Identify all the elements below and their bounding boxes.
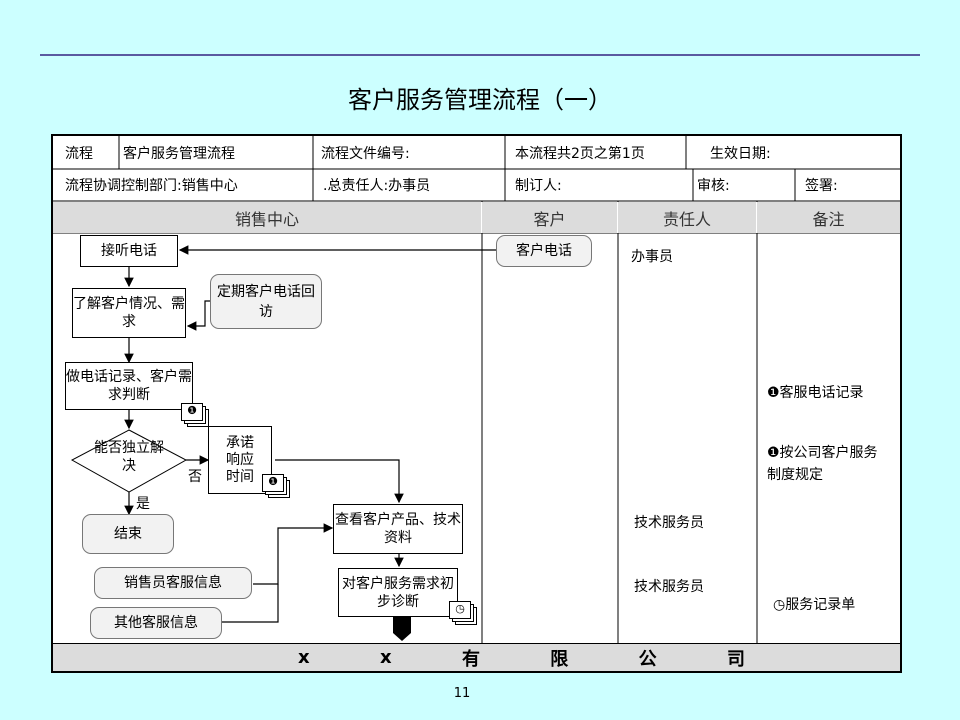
header-page-count: 本流程共2页之第1页 xyxy=(515,145,645,162)
page-title: 客户服务管理流程（一） xyxy=(348,86,612,114)
header-drafter: 制订人: xyxy=(515,178,562,194)
process-frame: 流程 客户服务管理流程 流程文件编号: 本流程共2页之第1页 生效日期: 流程协… xyxy=(51,134,902,673)
lane-header-remarks: 备注 xyxy=(757,202,900,233)
header-owner: .总责任人:办事员 xyxy=(323,178,431,194)
remark-service-record: ◷服务记录单 xyxy=(773,594,855,616)
node-sales-service-info: 销售员客服信息 xyxy=(94,567,252,599)
header-grid xyxy=(53,136,900,234)
node-check-product-info: 查看客户产品、技术资料 xyxy=(333,504,463,554)
footer-char-4: 限 xyxy=(550,648,569,670)
remark-company-policy: ❶按公司客户服务 制度规定 xyxy=(767,442,878,486)
remark-company-policy-line2: 制度规定 xyxy=(767,467,823,483)
lane-header-responsible: 责任人 xyxy=(618,202,757,233)
responsible-clerk: 办事员 xyxy=(631,249,673,265)
clock-icon: ◷ xyxy=(773,597,786,613)
offpage-connector xyxy=(393,617,411,641)
node-promise-time: 承诺响应时间 xyxy=(208,426,272,494)
edge-label-no: 否 xyxy=(188,469,202,485)
header-process-name: 客户服务管理流程 xyxy=(123,145,235,162)
footer-char-5: 公 xyxy=(638,648,657,670)
node-decision: 能否独立解决 xyxy=(94,440,164,474)
footer-char-2: x xyxy=(379,647,392,668)
header-file-number: 流程文件编号: xyxy=(321,145,410,162)
document-marker-service-icon: ◷ xyxy=(449,601,477,625)
header-signature: 签署: xyxy=(805,178,838,194)
node-answer-call: 接听电话 xyxy=(80,235,178,267)
lane-header-customer: 客户 xyxy=(482,202,618,233)
node-other-service-info: 其他客服信息 xyxy=(90,607,222,639)
lane-dividers xyxy=(481,201,758,643)
node-record-call: 做电话记录、客户需求判断 xyxy=(65,362,193,410)
footer-char-3: 有 xyxy=(461,648,480,670)
header-effective-date: 生效日期: xyxy=(710,145,771,162)
remark-company-policy-line1: ❶按公司客户服务 xyxy=(767,445,878,461)
node-understand-needs: 了解客户情况、需求 xyxy=(72,288,186,338)
footer-char-1: x xyxy=(298,647,310,668)
footer-char-6: 司 xyxy=(726,648,745,670)
node-initial-diagnosis: 对客户服务需求初步诊断 xyxy=(338,568,458,617)
header-reviewer: 审核: xyxy=(697,178,730,194)
document-marker-promise-icon: ❶ xyxy=(262,474,290,498)
top-rule xyxy=(40,54,920,56)
node-customer-call: 客户电话 xyxy=(496,235,592,267)
footer-company-bar: x x 有 限 公 司 xyxy=(53,643,900,671)
document-marker-record-icon: ❶ xyxy=(181,403,209,427)
page-number: 11 xyxy=(453,686,471,701)
node-end: 结束 xyxy=(82,514,174,554)
remark-call-record: ❶客服电话记录 xyxy=(767,385,864,401)
edge-label-yes: 是 xyxy=(136,496,150,512)
flow-lines xyxy=(124,245,496,623)
node-periodic-callback: 定期客户电话回访 xyxy=(210,274,322,329)
lane-header-sales: 销售中心 xyxy=(53,202,482,233)
responsible-tech-1: 技术服务员 xyxy=(634,515,704,531)
responsible-tech-2: 技术服务员 xyxy=(634,579,704,595)
flow-connectors xyxy=(53,136,900,643)
decision-diamond-shape xyxy=(70,429,188,493)
remark-service-record-label: 服务记录单 xyxy=(785,597,856,613)
header-process-label: 流程 xyxy=(65,145,93,162)
header-control-dept: 流程协调控制部门:销售中心 xyxy=(65,178,238,194)
